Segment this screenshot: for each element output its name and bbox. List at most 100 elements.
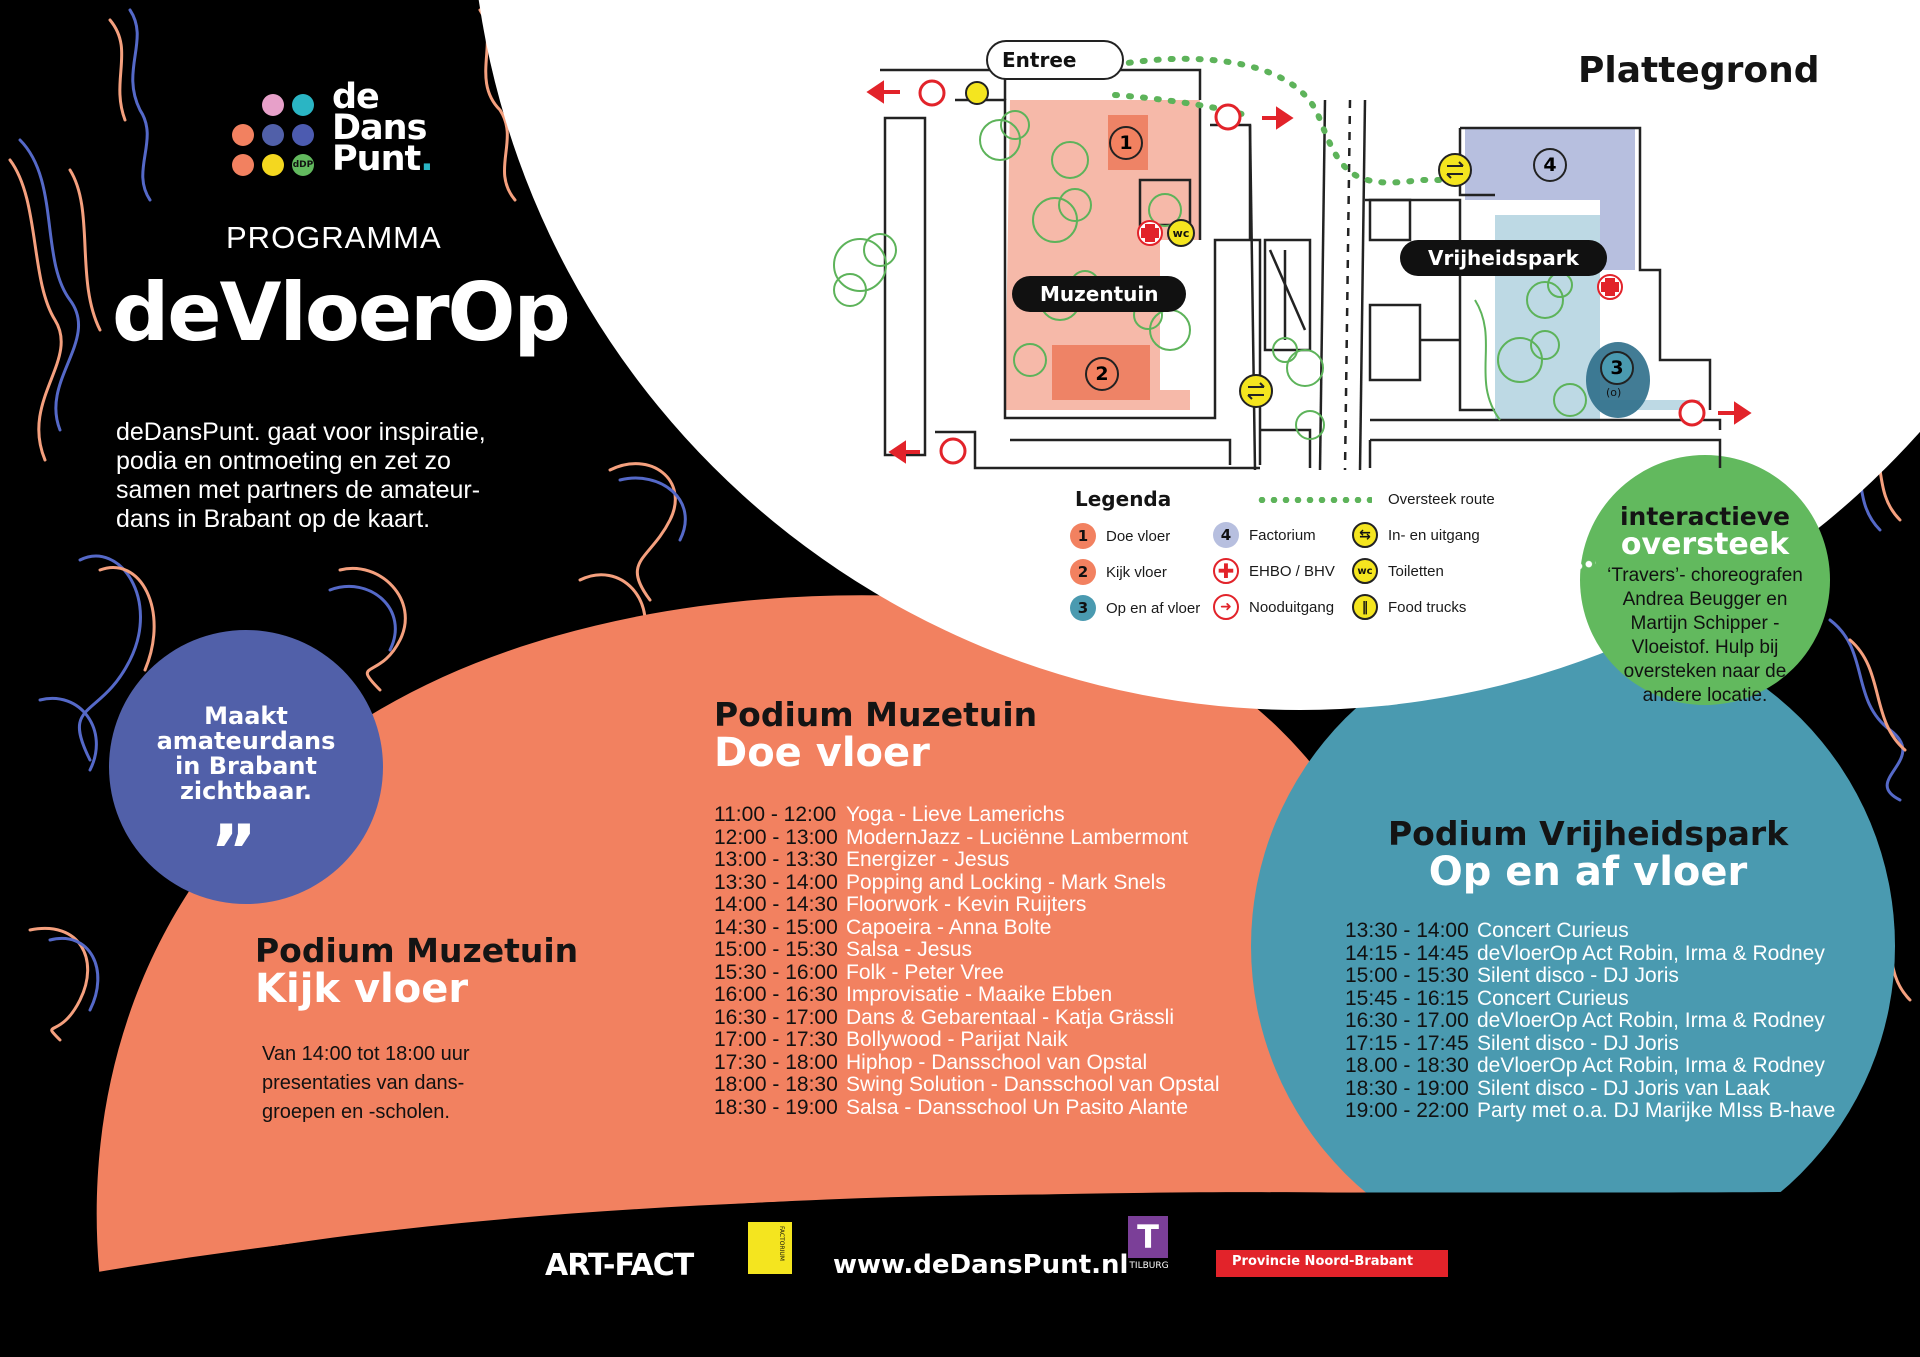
entrance-label[interactable]: Entree (986, 40, 1125, 80)
kijk-vloer-title-1: Podium Muzetuin (255, 931, 579, 970)
coral-area (96, 595, 1440, 1280)
stage-marker-3[interactable]: 3 (1600, 351, 1634, 385)
footer-band (0, 1190, 1920, 1357)
schedule-act: Capoeira - Anna Bolte (846, 915, 1052, 939)
stage-3-sublabel: (o) (1606, 386, 1622, 399)
logo-dot (232, 124, 254, 146)
logo-line-3: Punt. (332, 142, 434, 177)
provincie-logo[interactable]: Provincie Noord-Brabant (1216, 1250, 1448, 1277)
vrijheidspark-heading: Podium Vrijheidspark Op en af vloer (1388, 816, 1788, 893)
vrijheidspark-label[interactable]: Vrijheidspark (1400, 240, 1607, 276)
tilburg-logo-letter: T (1128, 1216, 1168, 1258)
legend-label: Toiletten (1388, 562, 1444, 580)
legend-item-kijk-vloer: 2 Kijk vloer (1070, 559, 1167, 585)
schedule-time: 15:00 - 15:30 (714, 938, 838, 961)
schedule-act: Bollywood - Parijat Naik (846, 1028, 1068, 1051)
schedule-time: 17:15 - 17:45 (1345, 1031, 1469, 1055)
legend-label: Op en af vloer (1106, 599, 1201, 617)
interactive-line: oversteken naar de (1623, 661, 1787, 682)
schedule-time: 13:30 - 14:00 (1345, 919, 1469, 942)
kijk-line: presentaties van dans- (262, 1072, 465, 1094)
schedule-act: Hiphop - Dansschool van Opstal (846, 1050, 1148, 1074)
intro-line: podia en ontmoeting en zet zo (116, 447, 451, 475)
wc-icon: wc (1352, 558, 1378, 584)
muzentuin-label[interactable]: Muzentuin (1012, 276, 1187, 312)
legend-item-ehbo: ✚ EHBO / BHV (1213, 558, 1335, 584)
tilburg-logo[interactable]: T TILBURG (1128, 1216, 1170, 1276)
schedule-row: 13:30 - 14:00 Concert Curieus (1345, 919, 1835, 943)
logo-dot (262, 94, 284, 116)
schedule-act: deVloerOp Act Robin, Irma & Rodney (1477, 1009, 1825, 1032)
legend-title: Legenda (1075, 487, 1172, 511)
artfact-logo[interactable]: ART-FACT (545, 1248, 694, 1283)
green-circle (1580, 455, 1830, 705)
schedule-time: 14:15 - 14:45 (1345, 941, 1469, 965)
wc-map-icon: wc (1167, 219, 1195, 247)
quote-mark-icon: ” (210, 809, 258, 893)
map-title: Plattegrond (1578, 50, 1820, 91)
schedule-act: Concert Curieus (1477, 919, 1629, 942)
schedule-act: deVloerOp Act Robin, Irma & Rodney (1477, 1054, 1825, 1077)
schedule-act: Silent disco - DJ Joris (1477, 964, 1679, 987)
logo-line-3-text: Punt (332, 139, 421, 179)
schedule-time: 17:30 - 18:00 (714, 1050, 838, 1074)
legend-label: EHBO / BHV (1249, 562, 1335, 580)
schedule-act: Salsa - Dansschool Un Pasito Alante (846, 1095, 1189, 1119)
legend-item-doe-vloer: 1 Doe vloer (1070, 523, 1170, 549)
legend-item-food-trucks: ‖ Food trucks (1352, 594, 1466, 620)
schedule-act: ModernJazz - Luciënne Lambermont (846, 825, 1189, 849)
doe-vloer-heading: Podium Muzetuin Doe vloer (714, 697, 1037, 774)
schedule-time: 16:30 - 17:00 (714, 1005, 838, 1029)
logo-wordmark: de Dans Punt. (332, 80, 434, 177)
entrance-text: Entree (1002, 48, 1077, 72)
quote-text: Maakt amateurdans in Brabant zichtbaar. (130, 704, 362, 804)
factorium-logo[interactable]: FACTORIUM (748, 1222, 792, 1274)
interactive-title: interactieve oversteek (1580, 504, 1830, 560)
in-out-arrows-icon: ⇆ (1352, 522, 1378, 548)
quote-line: in Brabant (175, 752, 317, 780)
schedule-time: 18:30 - 19:00 (1345, 1076, 1469, 1100)
blue-area (1251, 624, 1895, 1268)
schedule-time: 19:00 - 22:00 (1345, 1099, 1469, 1122)
stage-marker-2[interactable]: 2 (1085, 357, 1119, 391)
food-truck-icon: ‖ (1352, 594, 1378, 620)
schedule-time: 17:00 - 17:30 (714, 1028, 838, 1051)
schedule-act: Improvisatie - Maaike Ebben (846, 983, 1113, 1006)
schedule-time: 15:45 - 16:15 (1345, 986, 1469, 1010)
schedule-act: Folk - Peter Vree (846, 960, 1004, 984)
quote-line: Maakt (204, 702, 288, 730)
logo-dot-accent: . (420, 139, 433, 179)
schedule-act: deVloerOp Act Robin, Irma & Rodney (1477, 941, 1825, 965)
schedule-act: Popping and Locking - Mark Snels (846, 870, 1166, 894)
schedule-time: 11:00 - 12:00 (714, 803, 837, 826)
vrijheidspark-schedule: 13:30 - 14:00 Concert Curieus 14:15 - 14:4… (1345, 919, 1835, 1123)
legend-item-factorium: 4 Factorium (1213, 522, 1316, 548)
legend-number-icon: 3 (1070, 595, 1096, 621)
kijk-line: groepen en -scholen. (262, 1101, 450, 1123)
schedule-act: Swing Solution - Dansschool van Opstal (846, 1073, 1220, 1096)
kijk-vloer-title-2: Kijk vloer (255, 966, 469, 1012)
legend-label: Nooduitgang (1249, 598, 1335, 616)
schedule-act: Floorwork - Kevin Ruijters (846, 893, 1087, 916)
schedule-time: 13:30 - 14:00 (714, 870, 838, 894)
stage-marker-1[interactable]: 1 (1109, 126, 1143, 160)
logo-dot (292, 124, 314, 146)
stage-marker-4[interactable]: 4 (1533, 148, 1567, 182)
website-url[interactable]: www.deDansPunt.nl (833, 1250, 1129, 1280)
schedule-row: 17:00 - 17:30 Bollywood - Parijat Naik (714, 1028, 1220, 1052)
logo-badge: dDP (292, 154, 314, 176)
